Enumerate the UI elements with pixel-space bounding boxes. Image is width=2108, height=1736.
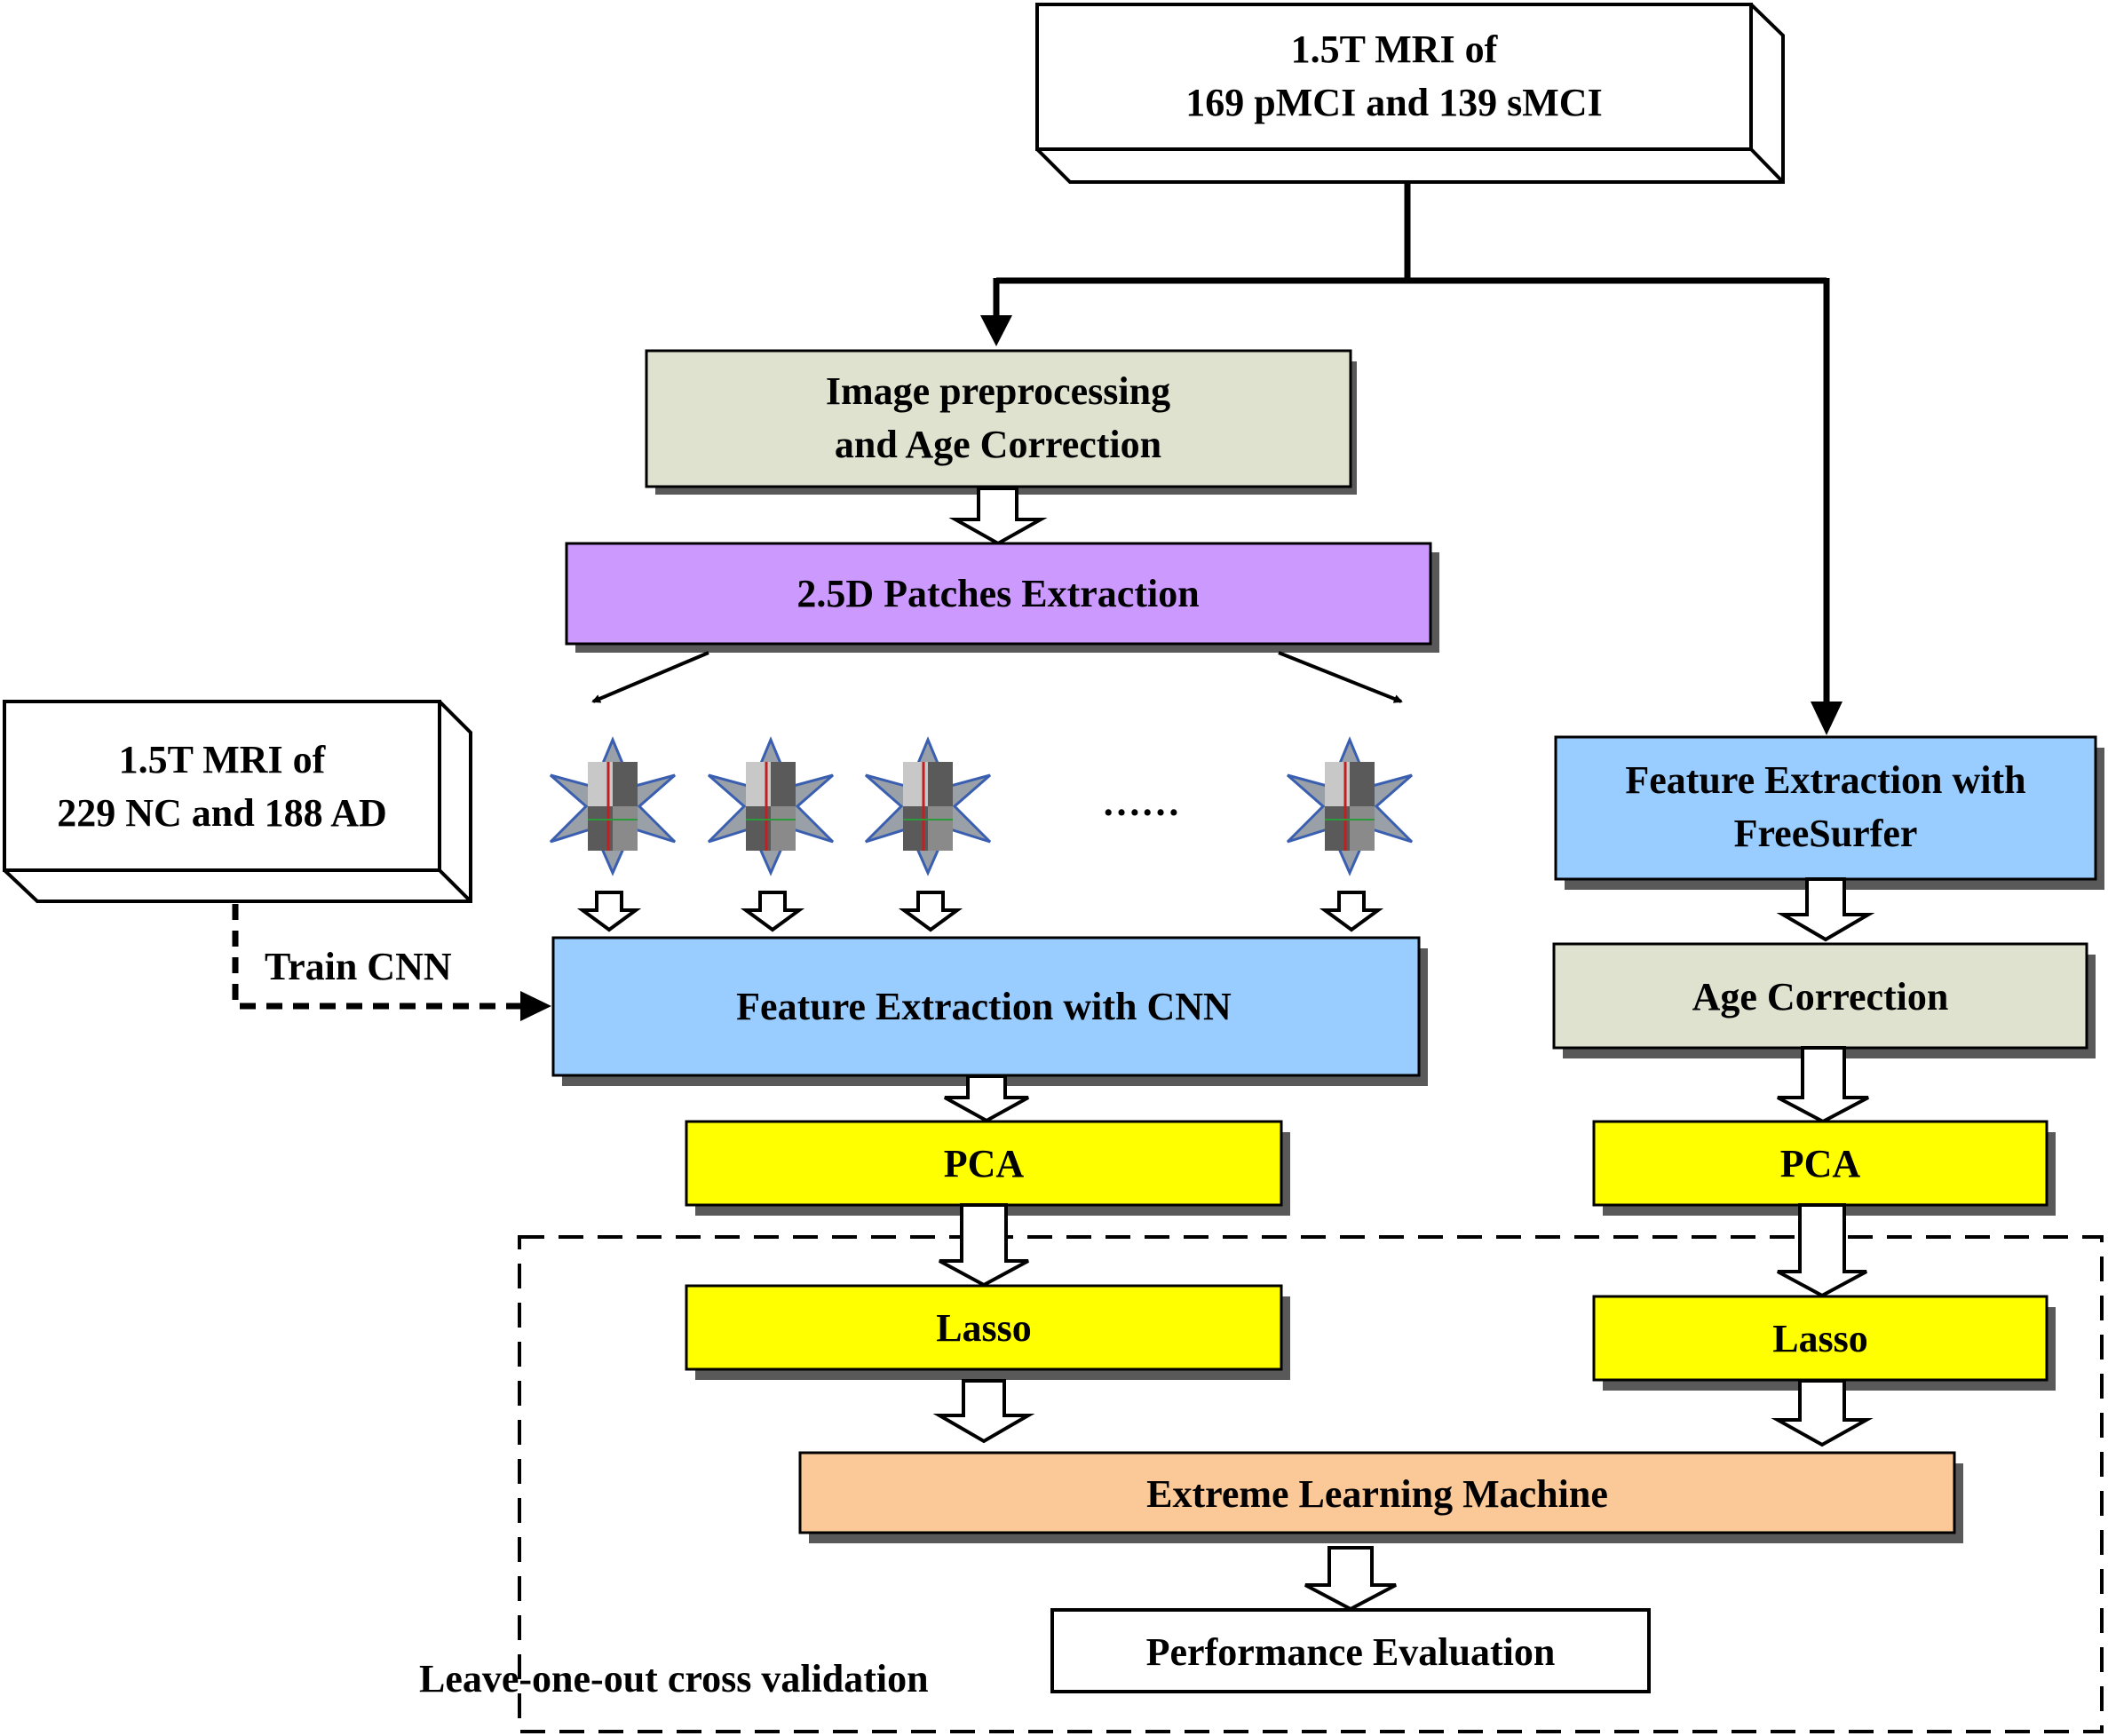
diverge-arrow-right <box>1278 651 1403 703</box>
patch-arrow <box>576 891 642 932</box>
diverge-arrow-left <box>591 651 709 703</box>
loocv-label: Leave-one-out cross validation <box>419 1657 929 1700</box>
mri-ad-box: 1.5T MRI of 229 NC and 188 AD <box>2 700 472 903</box>
patch-arrow <box>740 891 805 932</box>
age-correction-box: Age Correction <box>1552 942 2096 1058</box>
patches-box: 2.5D Patches Extraction <box>565 542 1439 653</box>
pca-right-box: PCA <box>1592 1120 2056 1216</box>
lasso-left-box: Lasso <box>685 1284 1290 1380</box>
brain-patch-icon <box>549 736 677 876</box>
performance-label: Performance Evaluation <box>1146 1630 1556 1674</box>
loocv-region <box>518 1235 2104 1733</box>
train-cnn-label: Train CNN <box>265 945 452 988</box>
ellipsis-label: …… <box>1102 781 1180 824</box>
flow-arrow <box>948 487 1048 546</box>
brain-patch-icon <box>707 736 835 876</box>
flow-arrow <box>1777 1203 1867 1298</box>
age-correction-label: Age Correction <box>1692 975 1949 1019</box>
brain-patch-icon <box>864 736 992 876</box>
flow-arrow <box>1304 1546 1397 1612</box>
pca-right-label: PCA <box>1780 1142 1861 1185</box>
freesurfer-line1: Feature Extraction with <box>1625 758 2025 802</box>
flow-arrow <box>944 1074 1029 1123</box>
patches-label: 2.5D Patches Extraction <box>796 572 1199 615</box>
lasso-right-label: Lasso <box>1772 1317 1868 1360</box>
freesurfer-line2: FreeSurfer <box>1734 812 1918 855</box>
patch-arrow <box>898 891 963 932</box>
cnn-features-box: Feature Extraction with CNN <box>551 936 1428 1086</box>
flow-arrow <box>932 1379 1035 1444</box>
pca-left-label: PCA <box>944 1142 1025 1185</box>
mri-mci-line2: 169 pMCI and 139 sMCI <box>1185 81 1602 124</box>
flow-arrow <box>1771 1379 1874 1447</box>
performance-box: Performance Evaluation <box>1050 1608 1651 1693</box>
pca-left-box: PCA <box>685 1120 1290 1216</box>
flow-arrow <box>939 1203 1029 1288</box>
preprocessing-line1: Image preprocessing <box>826 369 1170 413</box>
mri-mci-line1: 1.5T MRI of <box>1291 28 1499 71</box>
lasso-right-box: Lasso <box>1592 1295 2056 1391</box>
cnn-features-label: Feature Extraction with CNN <box>736 985 1232 1028</box>
elm-box: Extreme Learning Machine <box>798 1451 1963 1543</box>
lasso-left-label: Lasso <box>936 1306 1032 1350</box>
train-cnn-connector: Train CNN <box>232 904 551 1021</box>
split-connector <box>980 182 1843 735</box>
preprocessing-box: Image preprocessing and Age Correction <box>645 349 1357 495</box>
brain-patch-icon <box>1286 736 1414 876</box>
patch-arrow <box>1319 891 1384 932</box>
elm-label: Extreme Learning Machine <box>1146 1472 1608 1516</box>
mri-ad-line2: 229 NC and 188 AD <box>57 791 387 835</box>
flow-arrow <box>1776 877 1875 942</box>
mri-ad-line1: 1.5T MRI of <box>119 738 327 781</box>
mri-mci-box: 1.5T MRI of 169 pMCI and 139 sMCI <box>1035 2 1785 184</box>
freesurfer-box: Feature Extraction with FreeSurfer <box>1554 735 2104 890</box>
flow-arrow <box>1777 1046 1869 1124</box>
preprocessing-line2: and Age Correction <box>835 423 1161 466</box>
